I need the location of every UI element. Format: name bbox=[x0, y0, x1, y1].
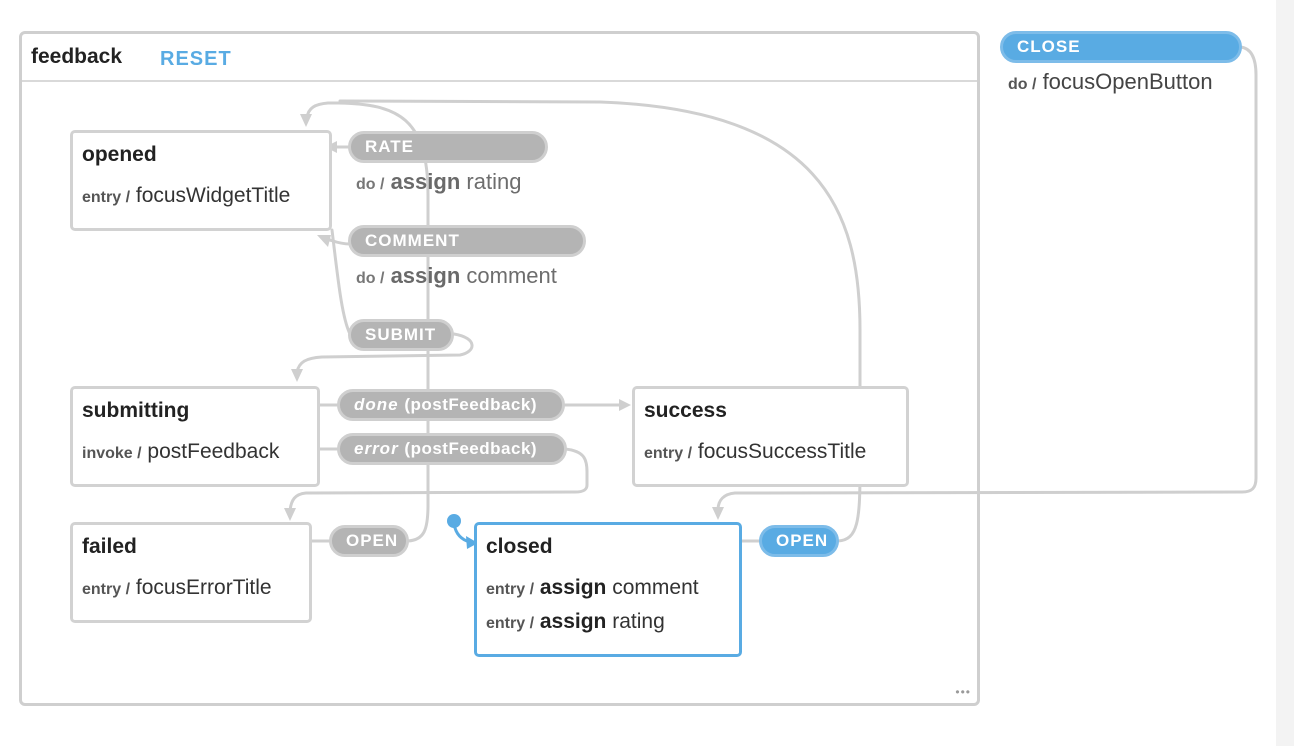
more-icon[interactable]: ••• bbox=[955, 685, 971, 699]
edge-close-closed bbox=[716, 45, 1258, 512]
reset-button[interactable]: RESET bbox=[160, 48, 232, 70]
event-submit-button[interactable]: SUBMIT bbox=[348, 319, 454, 351]
entry-action: entry / focusSuccessTitle bbox=[644, 440, 867, 463]
rate-action: do / assign rating bbox=[356, 169, 522, 194]
machine-header: feedback RESET bbox=[22, 34, 977, 82]
entry-action: entry / assign rating bbox=[486, 610, 665, 633]
arrowhead-comment bbox=[317, 235, 331, 247]
state-name: opened bbox=[82, 143, 157, 166]
arrowhead-closed bbox=[712, 507, 724, 520]
arrowhead-failed bbox=[284, 508, 296, 521]
entry-action: entry / focusErrorTitle bbox=[82, 576, 272, 599]
event-open-closed-button[interactable]: OPEN bbox=[759, 525, 839, 557]
event-rate-button[interactable]: RATE bbox=[348, 131, 548, 163]
machine-title: feedback bbox=[31, 45, 123, 68]
event-open-failed-button[interactable]: OPEN bbox=[329, 525, 409, 557]
edge-open2-opened bbox=[338, 99, 862, 543]
initial-arrowhead bbox=[466, 536, 478, 549]
arrowhead-opened bbox=[300, 114, 312, 127]
state-closed: closed entry / assign comment entry / as… bbox=[474, 522, 742, 657]
entry-action: entry / focusWidgetTitle bbox=[82, 184, 291, 207]
event-close-button[interactable]: CLOSE bbox=[1000, 31, 1242, 63]
edge-opened-submit bbox=[330, 228, 352, 336]
arrowhead-submitting bbox=[291, 369, 303, 382]
scroll-gutter bbox=[1276, 0, 1294, 746]
edge-submit-submitting bbox=[295, 332, 474, 374]
state-opened: opened entry / focusWidgetTitle bbox=[70, 130, 332, 231]
close-action: do / focusOpenButton bbox=[1008, 69, 1213, 94]
state-failed: failed entry / focusErrorTitle bbox=[70, 522, 312, 623]
state-name: submitting bbox=[82, 399, 190, 422]
state-success: success entry / focusSuccessTitle bbox=[632, 386, 909, 487]
event-comment-button[interactable]: COMMENT bbox=[348, 225, 586, 257]
state-name: closed bbox=[486, 535, 553, 558]
state-submitting: submitting invoke / postFeedback bbox=[70, 386, 320, 487]
edge-error-failed bbox=[288, 447, 589, 513]
state-name: failed bbox=[82, 535, 137, 558]
edge-open-opened bbox=[305, 101, 430, 543]
event-done-button[interactable]: done (postFeedback) bbox=[337, 389, 565, 421]
initial-state-dot bbox=[447, 514, 461, 528]
arrowhead-success bbox=[619, 399, 631, 411]
state-name: success bbox=[644, 399, 727, 422]
entry-action: entry / assign comment bbox=[486, 576, 699, 599]
event-error-button[interactable]: error (postFeedback) bbox=[337, 433, 567, 465]
comment-action: do / assign comment bbox=[356, 263, 557, 288]
invoke-action: invoke / postFeedback bbox=[82, 440, 280, 463]
